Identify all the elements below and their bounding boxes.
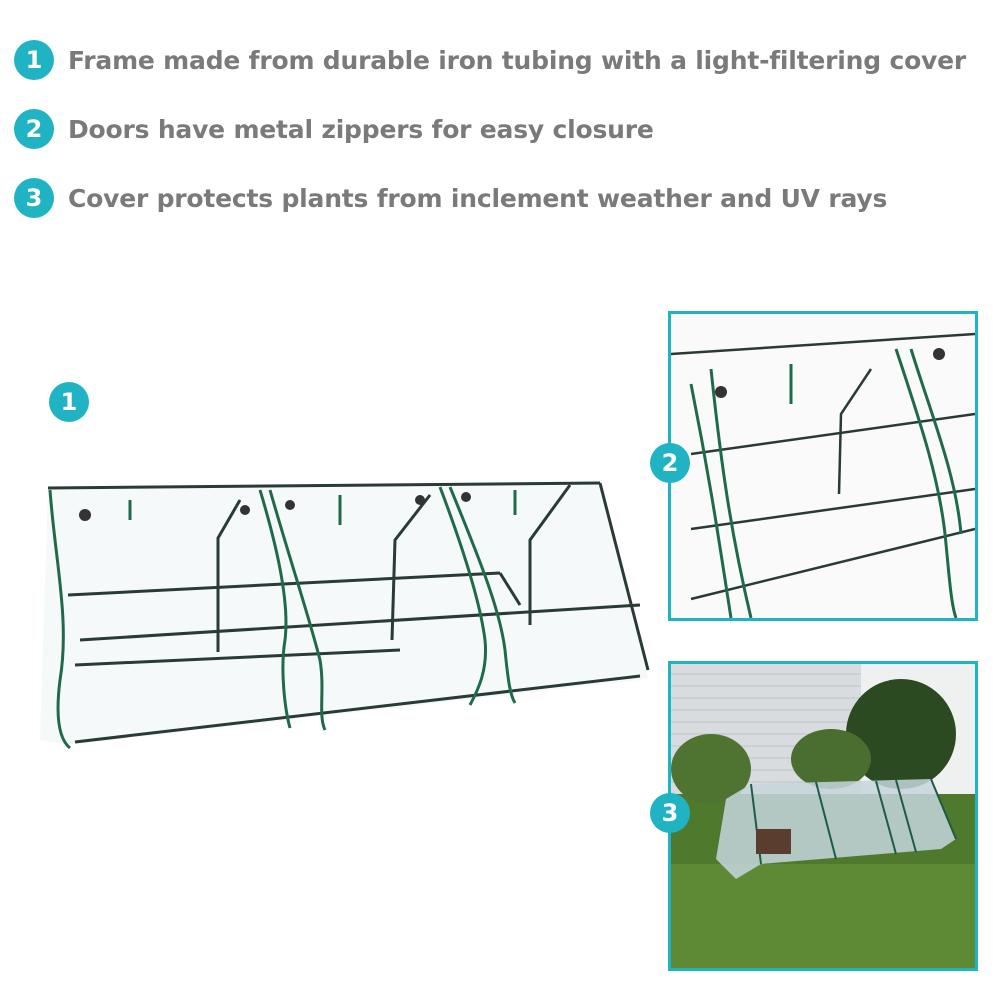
outdoor-photo-image xyxy=(668,661,978,971)
feature-number-badge: 2 xyxy=(14,109,54,149)
feature-1: 1 Frame made from durable iron tubing wi… xyxy=(14,40,966,80)
greenhouse-main-image xyxy=(40,481,650,750)
feature-number-badge: 1 xyxy=(14,40,54,80)
zipper-closeup-badge: 2 xyxy=(650,443,690,483)
feature-text: Frame made from durable iron tubing with… xyxy=(68,45,967,75)
zipper-closeup-image xyxy=(668,311,978,621)
feature-number-badge: 3 xyxy=(14,178,54,218)
feature-text: Cover protects plants from inclement wea… xyxy=(68,183,888,213)
feature-2: 2 Doors have metal zippers for easy clos… xyxy=(14,109,654,149)
feature-3: 3 Cover protects plants from inclement w… xyxy=(14,178,887,218)
outdoor-photo-badge: 3 xyxy=(650,793,690,833)
feature-text: Doors have metal zippers for easy closur… xyxy=(68,114,654,144)
zipper-closeup-illustration xyxy=(671,332,975,618)
main-image-badge: 1 xyxy=(49,382,89,422)
outdoor-scene-illustration xyxy=(671,664,975,968)
